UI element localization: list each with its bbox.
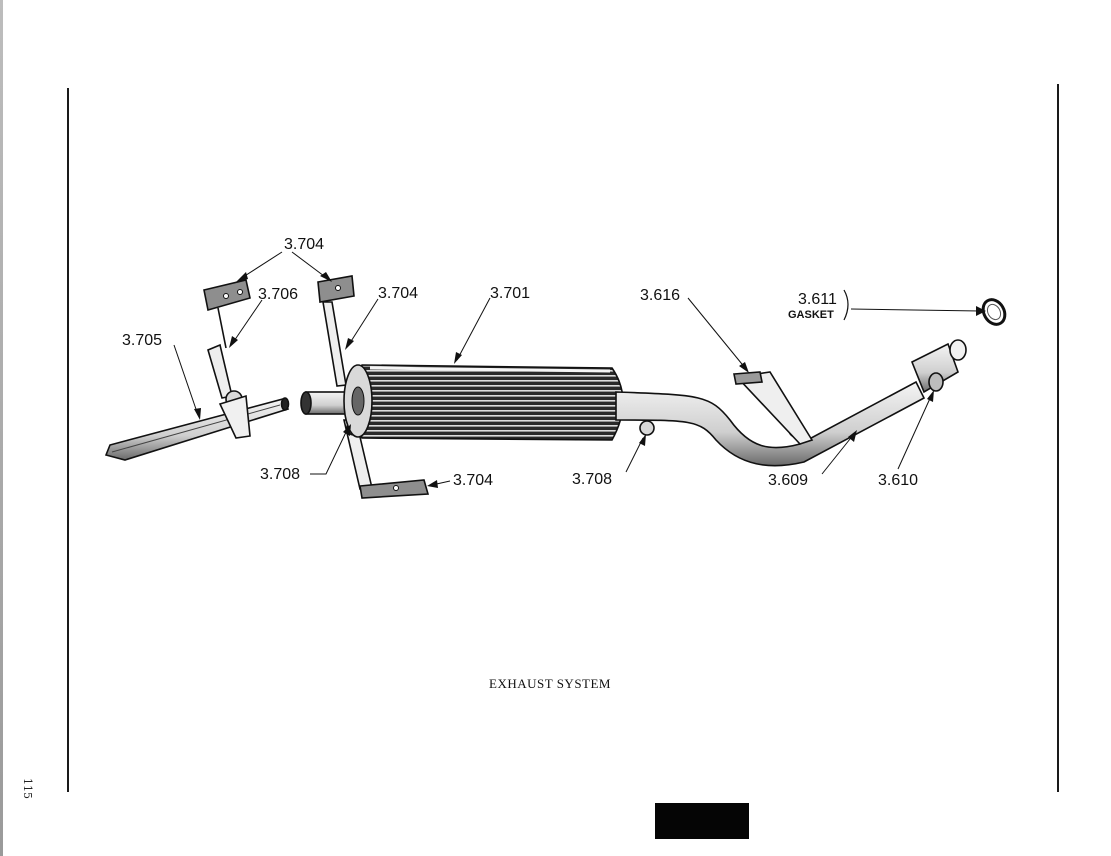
label-3708-left: 3.708 (260, 466, 300, 483)
label-3705: 3.705 (122, 332, 162, 349)
page-number: 115 (21, 778, 34, 799)
black-index-tab (655, 803, 749, 839)
intermediate-pipe-3609 (615, 371, 926, 467)
left-margin-rule (67, 88, 69, 792)
label-3708-right: 3.708 (572, 471, 612, 488)
scan-edge (0, 0, 3, 856)
label-3610: 3.610 (878, 472, 918, 489)
label-3701: 3.701 (490, 285, 530, 302)
muffler-3701 (343, 364, 624, 441)
figure-caption: EXHAUST SYSTEM (489, 676, 611, 691)
label-3704-bottom: 3.704 (453, 472, 493, 489)
rear-hanger-3706 (203, 279, 251, 439)
muffler-inlet (300, 391, 347, 415)
gasket-3611 (981, 298, 1007, 326)
tail-pipe-3705 (104, 397, 290, 461)
label-3704-top: 3.704 (284, 236, 324, 253)
label-gasket: GASKET (788, 309, 834, 321)
exhaust-flange-3610 (910, 339, 967, 394)
label-3609: 3.609 (768, 472, 808, 489)
label-3616: 3.616 (640, 287, 680, 304)
label-3706: 3.706 (258, 286, 298, 303)
label-3611: 3.611 (798, 291, 837, 308)
label-3704-mid: 3.704 (378, 285, 418, 302)
right-margin-rule (1057, 84, 1059, 792)
leader-lines (173, 251, 986, 488)
